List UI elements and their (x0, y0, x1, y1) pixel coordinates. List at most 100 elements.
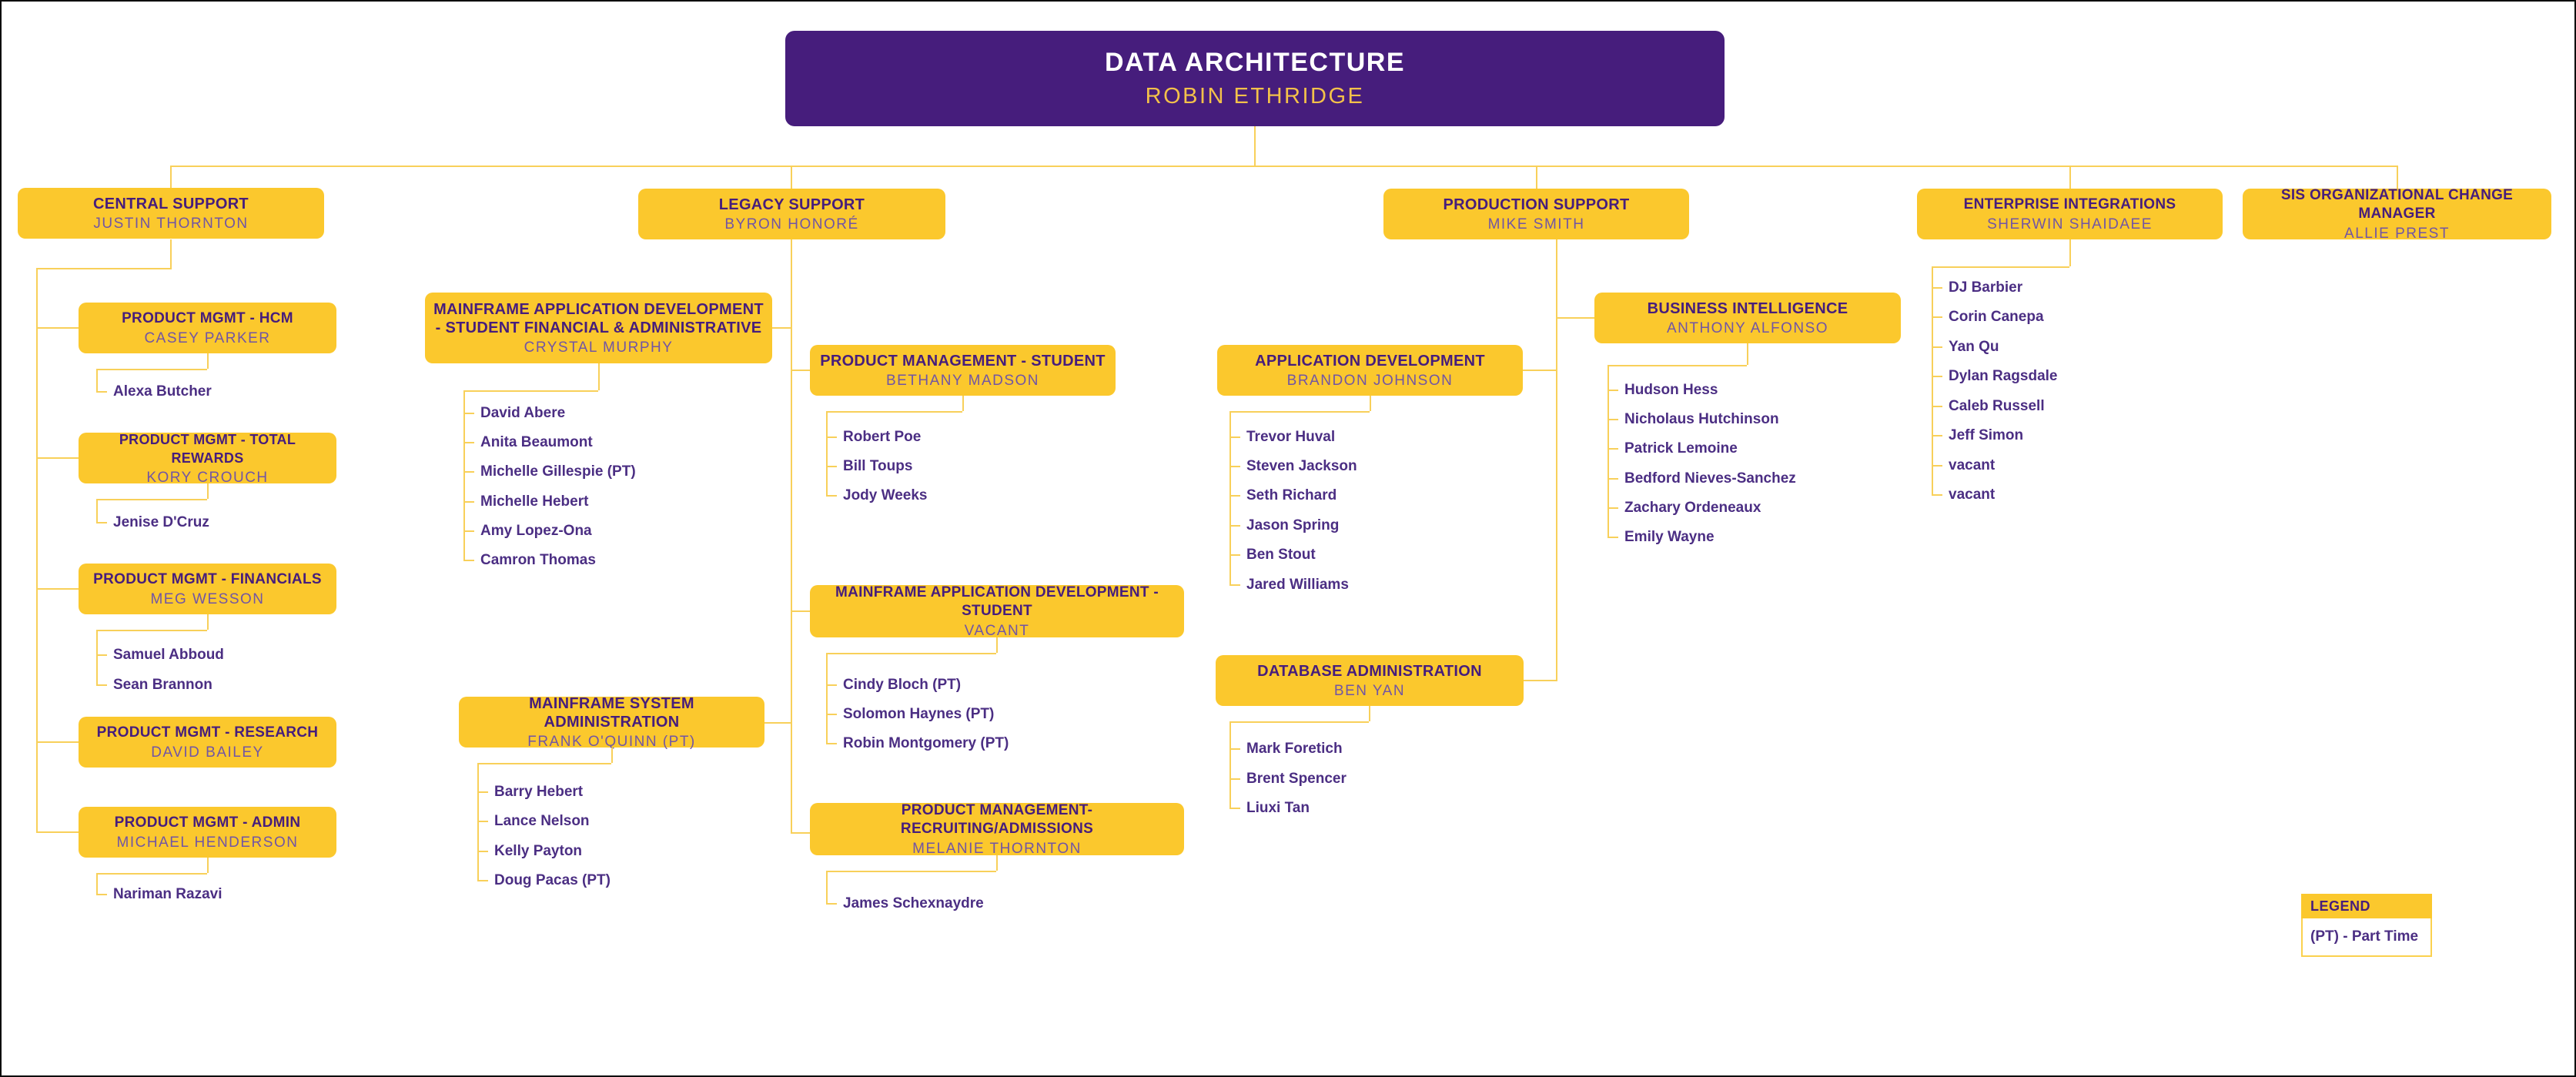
connector-line (96, 873, 207, 875)
connector-line (826, 714, 837, 715)
org-box-title: PRODUCT MGMT - ADMIN (114, 814, 301, 831)
connector-line (1254, 126, 1256, 166)
connector-line (1747, 343, 1748, 365)
org-box-title: LEGACY SUPPORT (718, 196, 865, 213)
connector-line (207, 483, 209, 499)
connector-line (1607, 448, 1618, 450)
org-box-person: CRYSTAL MURPHY (524, 339, 674, 356)
report-name: Patrick Lemoine (1624, 440, 1738, 457)
org-box-person: MIKE SMITH (1487, 216, 1585, 232)
connector-line (1229, 584, 1240, 586)
connector-line (826, 871, 996, 872)
connector-line (1523, 370, 1557, 371)
connector-line (1229, 721, 1231, 808)
connector-line (36, 588, 79, 590)
connector-line (764, 722, 791, 724)
org-box-title: CENTRAL SUPPORT (93, 195, 249, 212)
connector-line (36, 268, 172, 269)
report-name: Jody Weeks (843, 487, 928, 503)
report-name: Emily Wayne (1624, 529, 1715, 545)
report-name: Mark Foretich (1246, 741, 1343, 757)
connector-line (2069, 239, 2071, 266)
org-box-pm-recruiting: PRODUCT MANAGEMENT- RECRUITING/ADMISSION… (810, 802, 1184, 857)
connector-line (826, 495, 837, 497)
connector-line (1229, 495, 1240, 497)
report-name: Jared Williams (1246, 577, 1349, 593)
report-name: vacant (1949, 457, 1996, 473)
connector-line (826, 411, 828, 496)
report-name: Amy Lopez-Ona (480, 523, 592, 539)
org-box-person: ANTHONY ALFONSO (1666, 319, 1829, 336)
report-name: Michelle Gillespie (PT) (480, 463, 636, 480)
org-box-person: MICHAEL HENDERSON (116, 834, 299, 851)
connector-line (791, 610, 811, 612)
org-box-pm-admin: PRODUCT MGMT - ADMIN MICHAEL HENDERSON (79, 807, 336, 858)
report-name: Kelly Payton (494, 843, 583, 859)
connector-line (463, 413, 474, 414)
connector-line (96, 499, 98, 523)
connector-line (1229, 466, 1240, 467)
connector-line (1229, 778, 1240, 780)
report-name: Barry Hebert (494, 784, 584, 800)
report-name: Steven Jackson (1246, 458, 1357, 474)
report-name: Lance Nelson (494, 813, 590, 829)
connector-line (96, 391, 107, 393)
connector-line (826, 436, 837, 438)
connector-line (1229, 411, 1231, 585)
report-name: Cindy Bloch (PT) (843, 677, 962, 693)
report-name: Nariman Razavi (113, 886, 222, 902)
connector-line (1556, 239, 1557, 681)
connector-line (207, 858, 209, 873)
connector-line (207, 614, 209, 630)
connector-line (791, 370, 811, 371)
report-name: Caleb Russell (1949, 398, 2045, 414)
connector-line (96, 522, 107, 523)
org-box-title: SIS ORGANIZATIONAL CHANGE MANAGER (2280, 186, 2514, 222)
report-name: Sean Brannon (113, 677, 212, 693)
connector-line (1229, 808, 1240, 809)
connector-line (826, 411, 962, 413)
connector-line (96, 630, 98, 685)
connector-line (36, 741, 79, 743)
connector-line (170, 239, 172, 269)
connector-line (36, 268, 38, 833)
legend-note: (PT) - Part Time (2310, 928, 2419, 945)
connector-line (1932, 406, 1942, 407)
report-name: Trevor Huval (1246, 429, 1336, 445)
connector-line (826, 743, 837, 744)
org-box-mf-ad-student: MAINFRAME APPLICATION DEVELOPMENT - STUD… (810, 584, 1184, 639)
org-box-person: SHERWIN SHAIDAEE (1987, 216, 2153, 232)
connector-line (2397, 166, 2398, 189)
connector-line (96, 684, 107, 686)
report-name: Jeff Simon (1949, 427, 2024, 443)
org-box-title: MAINFRAME APPLICATION DEVELOPMENT - STUD… (433, 300, 764, 336)
connector-line (170, 166, 172, 189)
connector-line (96, 630, 207, 631)
connector-line (1607, 478, 1618, 480)
connector-line (96, 369, 98, 392)
org-box-person: CASEY PARKER (144, 329, 271, 346)
connector-line (996, 855, 998, 871)
connector-line (96, 499, 207, 500)
connector-line (1229, 748, 1240, 750)
connector-line (477, 791, 488, 793)
report-name: Jenise D'Cruz (113, 514, 209, 530)
connector-line (463, 471, 474, 473)
org-box-person: FRANK O'QUINN (PT) (527, 733, 696, 750)
connector-line (36, 831, 79, 833)
report-name: Doug Pacas (PT) (494, 872, 611, 888)
connector-line (1607, 365, 1747, 366)
connector-line (36, 327, 79, 329)
connector-line (96, 369, 207, 370)
report-name: Bedford Nieves-Sanchez (1624, 470, 1796, 487)
report-name: Ben Stout (1246, 547, 1316, 563)
connector-line (1932, 435, 1942, 436)
